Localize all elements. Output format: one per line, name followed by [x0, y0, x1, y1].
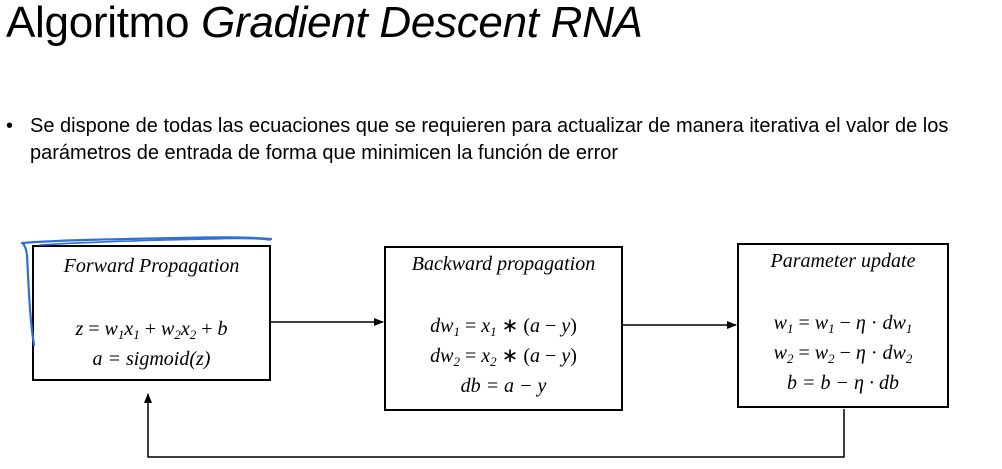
- annotation-pen-stroke: [20, 236, 273, 347]
- bullet-text: Se dispone de todas las ecuaciones que s…: [30, 115, 949, 164]
- update-eq-b: b = b − η · db: [787, 372, 899, 394]
- update-eq-w2: w2 = w2 − η · dw2: [773, 342, 913, 366]
- backward-propagation-box: Backward propagation dw1 = x1 ∗ (a − y) …: [384, 246, 623, 411]
- update-title: Parameter update: [770, 250, 916, 272]
- forward-propagation-box: Forward Propagation z = w1x1 + w2x2 + b …: [32, 245, 271, 381]
- backward-eq-dw1: dw1 = x1 ∗ (a − y): [430, 315, 577, 339]
- backward-eq-dw2: dw2 = x2 ∗ (a − y): [430, 345, 577, 369]
- annotation-pen-stroke-top: [39, 237, 271, 246]
- backward-title: Backward propagation: [411, 253, 596, 275]
- forward-eq-a: a = sigmoid(z): [92, 348, 211, 370]
- forward-title: Forward Propagation: [63, 255, 240, 277]
- backward-eq-db: db = a − y: [460, 375, 547, 397]
- slide-title: Algoritmo Gradient Descent RNA: [6, 0, 643, 48]
- forward-eq-z: z = w1x1 + w2x2 + b: [75, 318, 228, 342]
- update-eq-w1: w1 = w1 − η · dw1: [773, 312, 913, 336]
- title-plain: Algoritmo: [6, 0, 202, 47]
- bullet-dot-icon: •: [6, 115, 14, 137]
- title-emphasis: Gradient Descent RNA: [201, 0, 643, 47]
- arrow-feedback-loop: [144, 393, 845, 458]
- parameter-update-box: Parameter update w1 = w1 − η · dw1 w2 = …: [737, 243, 949, 408]
- bullet-item: • Se dispone de todas las ecuaciones que…: [6, 113, 996, 167]
